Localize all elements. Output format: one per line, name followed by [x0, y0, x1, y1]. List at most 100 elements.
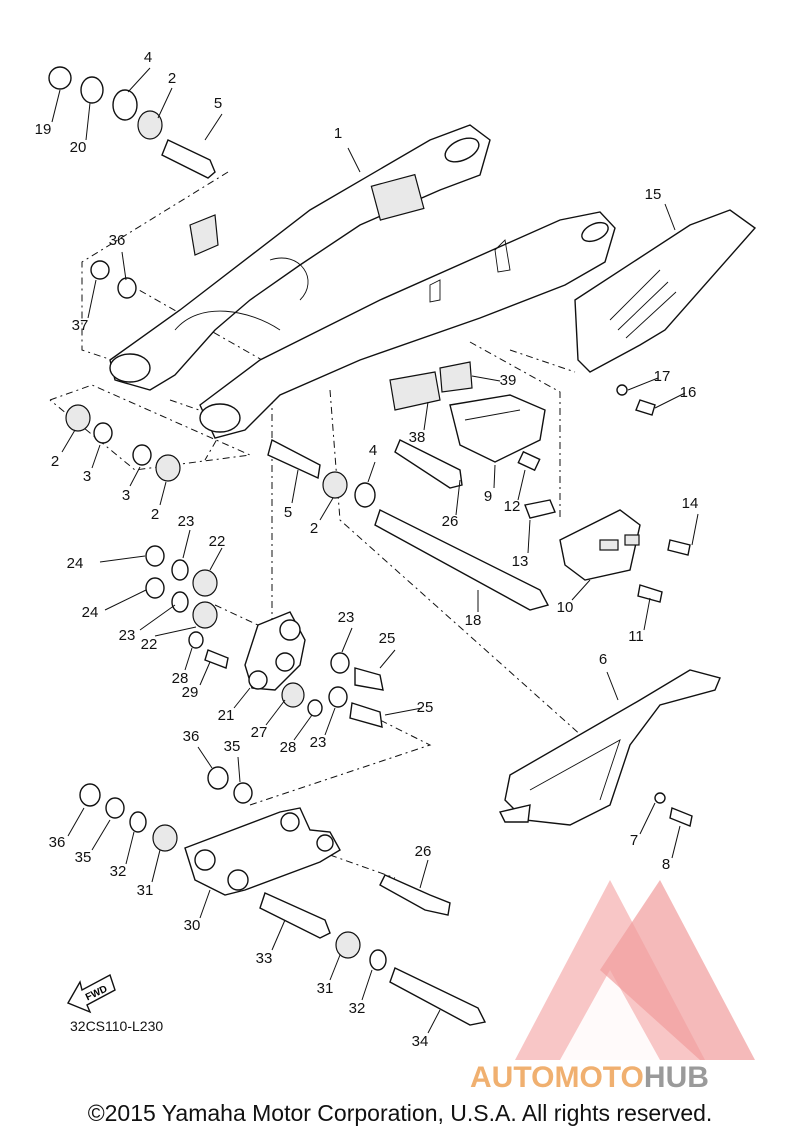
leader-line	[99, 555, 146, 563]
callout-36: 36	[109, 232, 126, 249]
chain-slider	[498, 669, 721, 826]
leader-line	[61, 429, 76, 453]
watermark-text-accent: AUTOMOTO	[470, 1061, 644, 1094]
leader-line	[419, 859, 429, 889]
leader-line	[85, 102, 91, 141]
leader-line	[291, 469, 299, 504]
callout-3: 3	[83, 468, 91, 485]
connecting-rod	[79, 766, 487, 1026]
callout-26: 26	[442, 513, 459, 530]
callout-2: 2	[168, 70, 176, 87]
callout-2: 2	[151, 506, 159, 523]
leader-line	[571, 579, 591, 601]
callout-1: 1	[334, 125, 342, 142]
leader-line	[671, 825, 681, 859]
leader-line	[159, 481, 167, 506]
leader-line	[527, 519, 531, 554]
leader-line	[125, 831, 135, 865]
callout-23: 23	[119, 627, 136, 644]
callout-39: 39	[500, 372, 517, 389]
leader-line	[204, 113, 223, 141]
callout-36: 36	[49, 834, 66, 851]
callout-6: 6	[599, 651, 607, 668]
callout-37: 37	[72, 317, 89, 334]
callout-4: 4	[144, 49, 152, 66]
leader-line	[493, 464, 496, 489]
callout-10: 10	[557, 599, 574, 616]
leader-line	[271, 919, 286, 951]
callout-29: 29	[182, 684, 199, 701]
callout-36: 36	[183, 728, 200, 745]
callout-22: 22	[209, 533, 226, 550]
callout-31: 31	[317, 980, 334, 997]
chain-puller	[449, 394, 546, 463]
callout-11: 11	[628, 628, 644, 645]
leader-line	[361, 969, 373, 1001]
leader-line	[151, 849, 161, 883]
leader-line	[51, 89, 61, 123]
callout-4: 4	[369, 442, 377, 459]
leader-line	[347, 147, 361, 173]
callout-23: 23	[310, 734, 327, 751]
leader-line	[367, 461, 376, 483]
leader-line	[455, 479, 461, 516]
callout-28: 28	[280, 739, 297, 756]
chain-guard	[574, 209, 757, 373]
leader-line	[639, 802, 656, 835]
leader-line	[121, 251, 127, 281]
callout-2: 2	[51, 453, 59, 470]
callout-26: 26	[415, 843, 432, 860]
leader-line	[265, 699, 286, 726]
callout-28: 28	[172, 670, 189, 687]
leader-line	[319, 497, 334, 521]
leader-line	[87, 279, 97, 319]
callout-18: 18	[465, 612, 482, 629]
leader-line	[129, 466, 141, 487]
callout-38: 38	[409, 429, 426, 446]
leader-line	[471, 375, 501, 382]
callout-24: 24	[82, 604, 99, 621]
callout-7: 7	[630, 832, 638, 849]
leader-line	[627, 377, 659, 391]
leader-line	[324, 707, 336, 736]
catalog-code: 32CS110-L230	[70, 1018, 164, 1034]
leader-line	[199, 661, 211, 686]
leader-line	[104, 589, 147, 611]
leader-line	[664, 203, 676, 231]
callout-30: 30	[184, 917, 201, 934]
callout-23: 23	[338, 609, 355, 626]
labels	[189, 214, 473, 411]
svg-text:AUTOMOTOHUB: AUTOMOTOHUB	[470, 1061, 709, 1094]
callout-32: 32	[110, 863, 127, 880]
callout-5: 5	[284, 504, 292, 521]
callout-33: 33	[256, 950, 273, 967]
leader-line	[341, 627, 353, 653]
callout-17: 17	[654, 368, 671, 385]
leader-line	[643, 597, 651, 631]
leader-line	[691, 513, 699, 546]
callout-3: 3	[122, 487, 130, 504]
watermark-logo: AUTOMOTOHUB	[470, 880, 755, 1094]
leader-line	[209, 547, 223, 571]
swingarm	[109, 124, 616, 439]
leader-line	[67, 807, 85, 837]
leader-line	[423, 401, 429, 431]
callout-numbers: 1222233445567891011121314151617181920212…	[35, 49, 699, 1050]
leader-line	[199, 889, 211, 919]
callout-27: 27	[251, 724, 268, 741]
callout-21: 21	[218, 707, 235, 724]
callout-31: 31	[137, 882, 154, 899]
fasteners	[517, 384, 693, 827]
callout-5: 5	[214, 95, 222, 112]
fwd-arrow-icon: FWD	[66, 973, 116, 1014]
callout-35: 35	[224, 738, 241, 755]
leader-line	[654, 392, 686, 409]
leader-line	[329, 954, 341, 981]
leader-line	[517, 469, 526, 501]
leader-line	[427, 1009, 441, 1034]
leader-line	[184, 647, 193, 671]
leader-line	[127, 67, 151, 93]
callout-25: 25	[417, 699, 434, 716]
leader-line	[606, 671, 619, 701]
